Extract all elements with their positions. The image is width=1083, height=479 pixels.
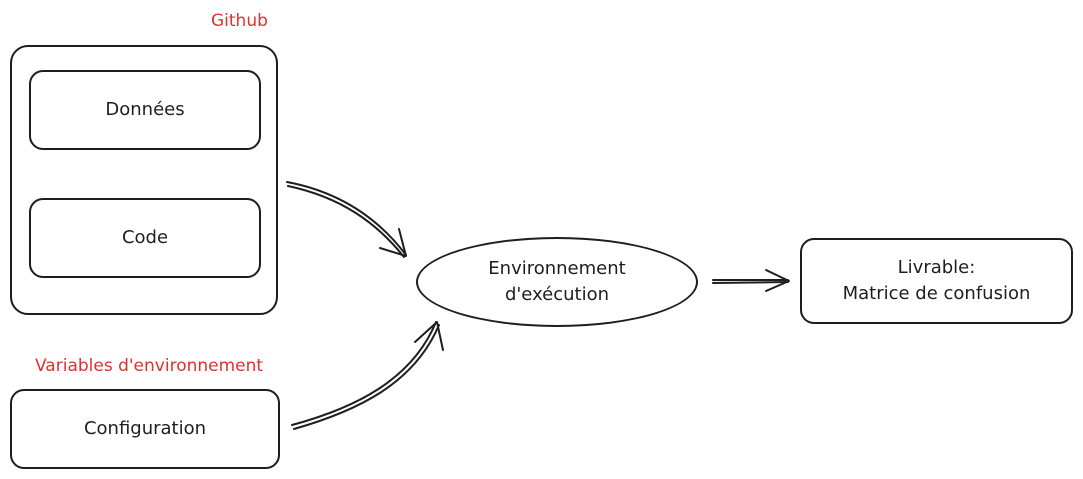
- donnees-label: Données: [105, 98, 185, 120]
- livrable-node: Livrable: Matrice de confusion: [800, 238, 1073, 324]
- livrable-label-line-2: Matrice de confusion: [842, 283, 1031, 304]
- configuration-node: Configuration: [10, 389, 280, 469]
- execution-environment-node: Environnement d'exécution: [416, 237, 698, 327]
- execution-label-line-1: Environnement: [488, 257, 626, 279]
- github-group-caption: Github: [211, 11, 268, 31]
- execution-environment-label: Environnement d'exécution: [488, 256, 625, 308]
- code-label: Code: [121, 226, 169, 248]
- arrow-config-to-execution: [291, 321, 444, 430]
- arrow-github-to-execution: [286, 181, 407, 258]
- code-node: Code: [29, 198, 261, 278]
- env-vars-group-caption: Variables d'environnement: [35, 356, 264, 376]
- github-group-container: [10, 45, 278, 315]
- execution-label-line-2: d'exécution: [504, 284, 610, 305]
- arrow-execution-to-livrable: [712, 269, 790, 292]
- livrable-label-line-1: Livrable:: [897, 256, 976, 278]
- configuration-label: Configuration: [83, 417, 207, 439]
- donnees-node: Données: [29, 70, 261, 150]
- livrable-label: Livrable: Matrice de confusion: [843, 255, 1031, 307]
